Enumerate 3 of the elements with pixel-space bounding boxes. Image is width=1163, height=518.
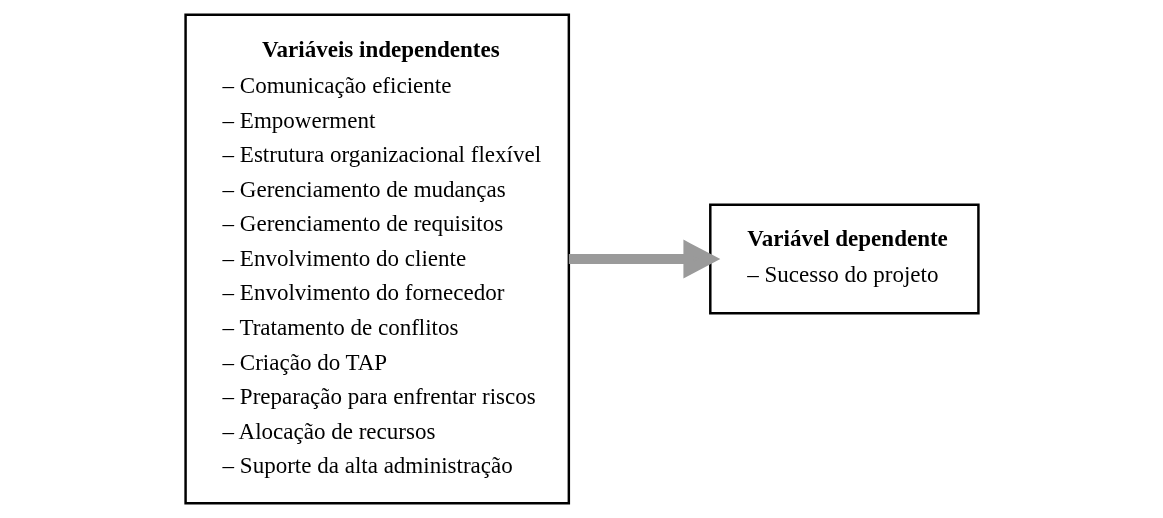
node-box: Variável dependente – Sucesso do projeto — [708, 203, 980, 315]
node-box: Variáveis independentes – Comunicação eficiente – Empowerment – Estrutura organizacional flexível – Gerenciamento de mudanças – Gerenciamento de requisitos – Envolvimento do cliente – Envolvimento do fornecedor – Tratamento de conflitos – Criação do TAP – Preparação para enfrentar riscos – Alocação de recursos – Suporte da alta administração — [183, 13, 570, 505]
arrow — [568, 239, 720, 279]
